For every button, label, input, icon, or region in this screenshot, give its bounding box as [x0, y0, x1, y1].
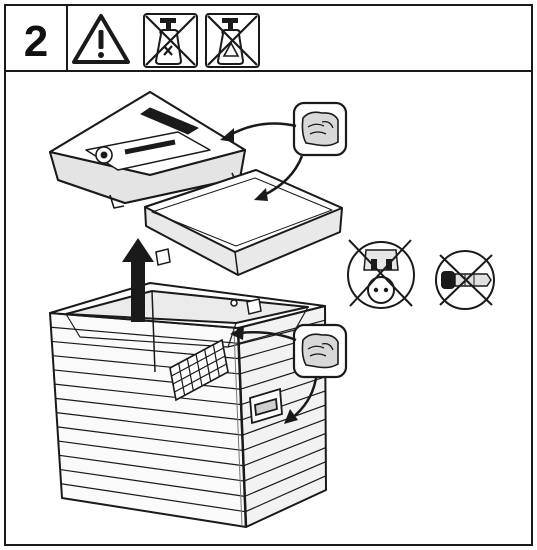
- basket-wire: [171, 347, 224, 377]
- rib-line: [53, 369, 241, 390]
- cooler-corner-highlight: [233, 329, 243, 527]
- rib-line: [242, 404, 326, 436]
- wipe-cloth-icon-bottom: [292, 323, 348, 379]
- no-mains-plug-icon: [347, 239, 415, 309]
- rib-line: [58, 440, 244, 467]
- cooler-ribs-side: [238, 319, 327, 513]
- rib-line: [243, 432, 326, 467]
- side-handle: [249, 387, 283, 425]
- rib-line: [50, 326, 239, 344]
- rib-line: [57, 426, 243, 452]
- hinge-marks: [155, 248, 262, 315]
- warning-triangle-icon: [72, 14, 130, 64]
- lid-inner-panel: [144, 169, 343, 276]
- rib-line: [242, 418, 326, 452]
- lid-top: [49, 91, 246, 209]
- basket-wire: [174, 363, 227, 393]
- step-number: 2: [24, 17, 48, 66]
- no-dc-plug-icon: [435, 250, 495, 310]
- rib-line: [244, 461, 327, 497]
- basket-wire: [172, 355, 226, 385]
- lift-up-arrow: [122, 238, 154, 322]
- rib-line: [60, 468, 245, 497]
- wire-basket: [169, 338, 229, 402]
- no-spray-bottle-icon: [143, 13, 198, 68]
- rib-line: [55, 397, 242, 421]
- wipe-cloth-icon-top: [292, 101, 348, 157]
- rib-line: [56, 412, 243, 436]
- rib-line: [60, 483, 246, 513]
- rib-line: [245, 475, 327, 513]
- cooler-corner-edge: [236, 327, 248, 528]
- rib-line: [243, 446, 326, 482]
- rib-line: [59, 454, 245, 482]
- no-abrasive-cleaner-icon: [205, 13, 260, 68]
- wipe-arrowheads: [220, 128, 298, 424]
- rib-line: [54, 383, 242, 406]
